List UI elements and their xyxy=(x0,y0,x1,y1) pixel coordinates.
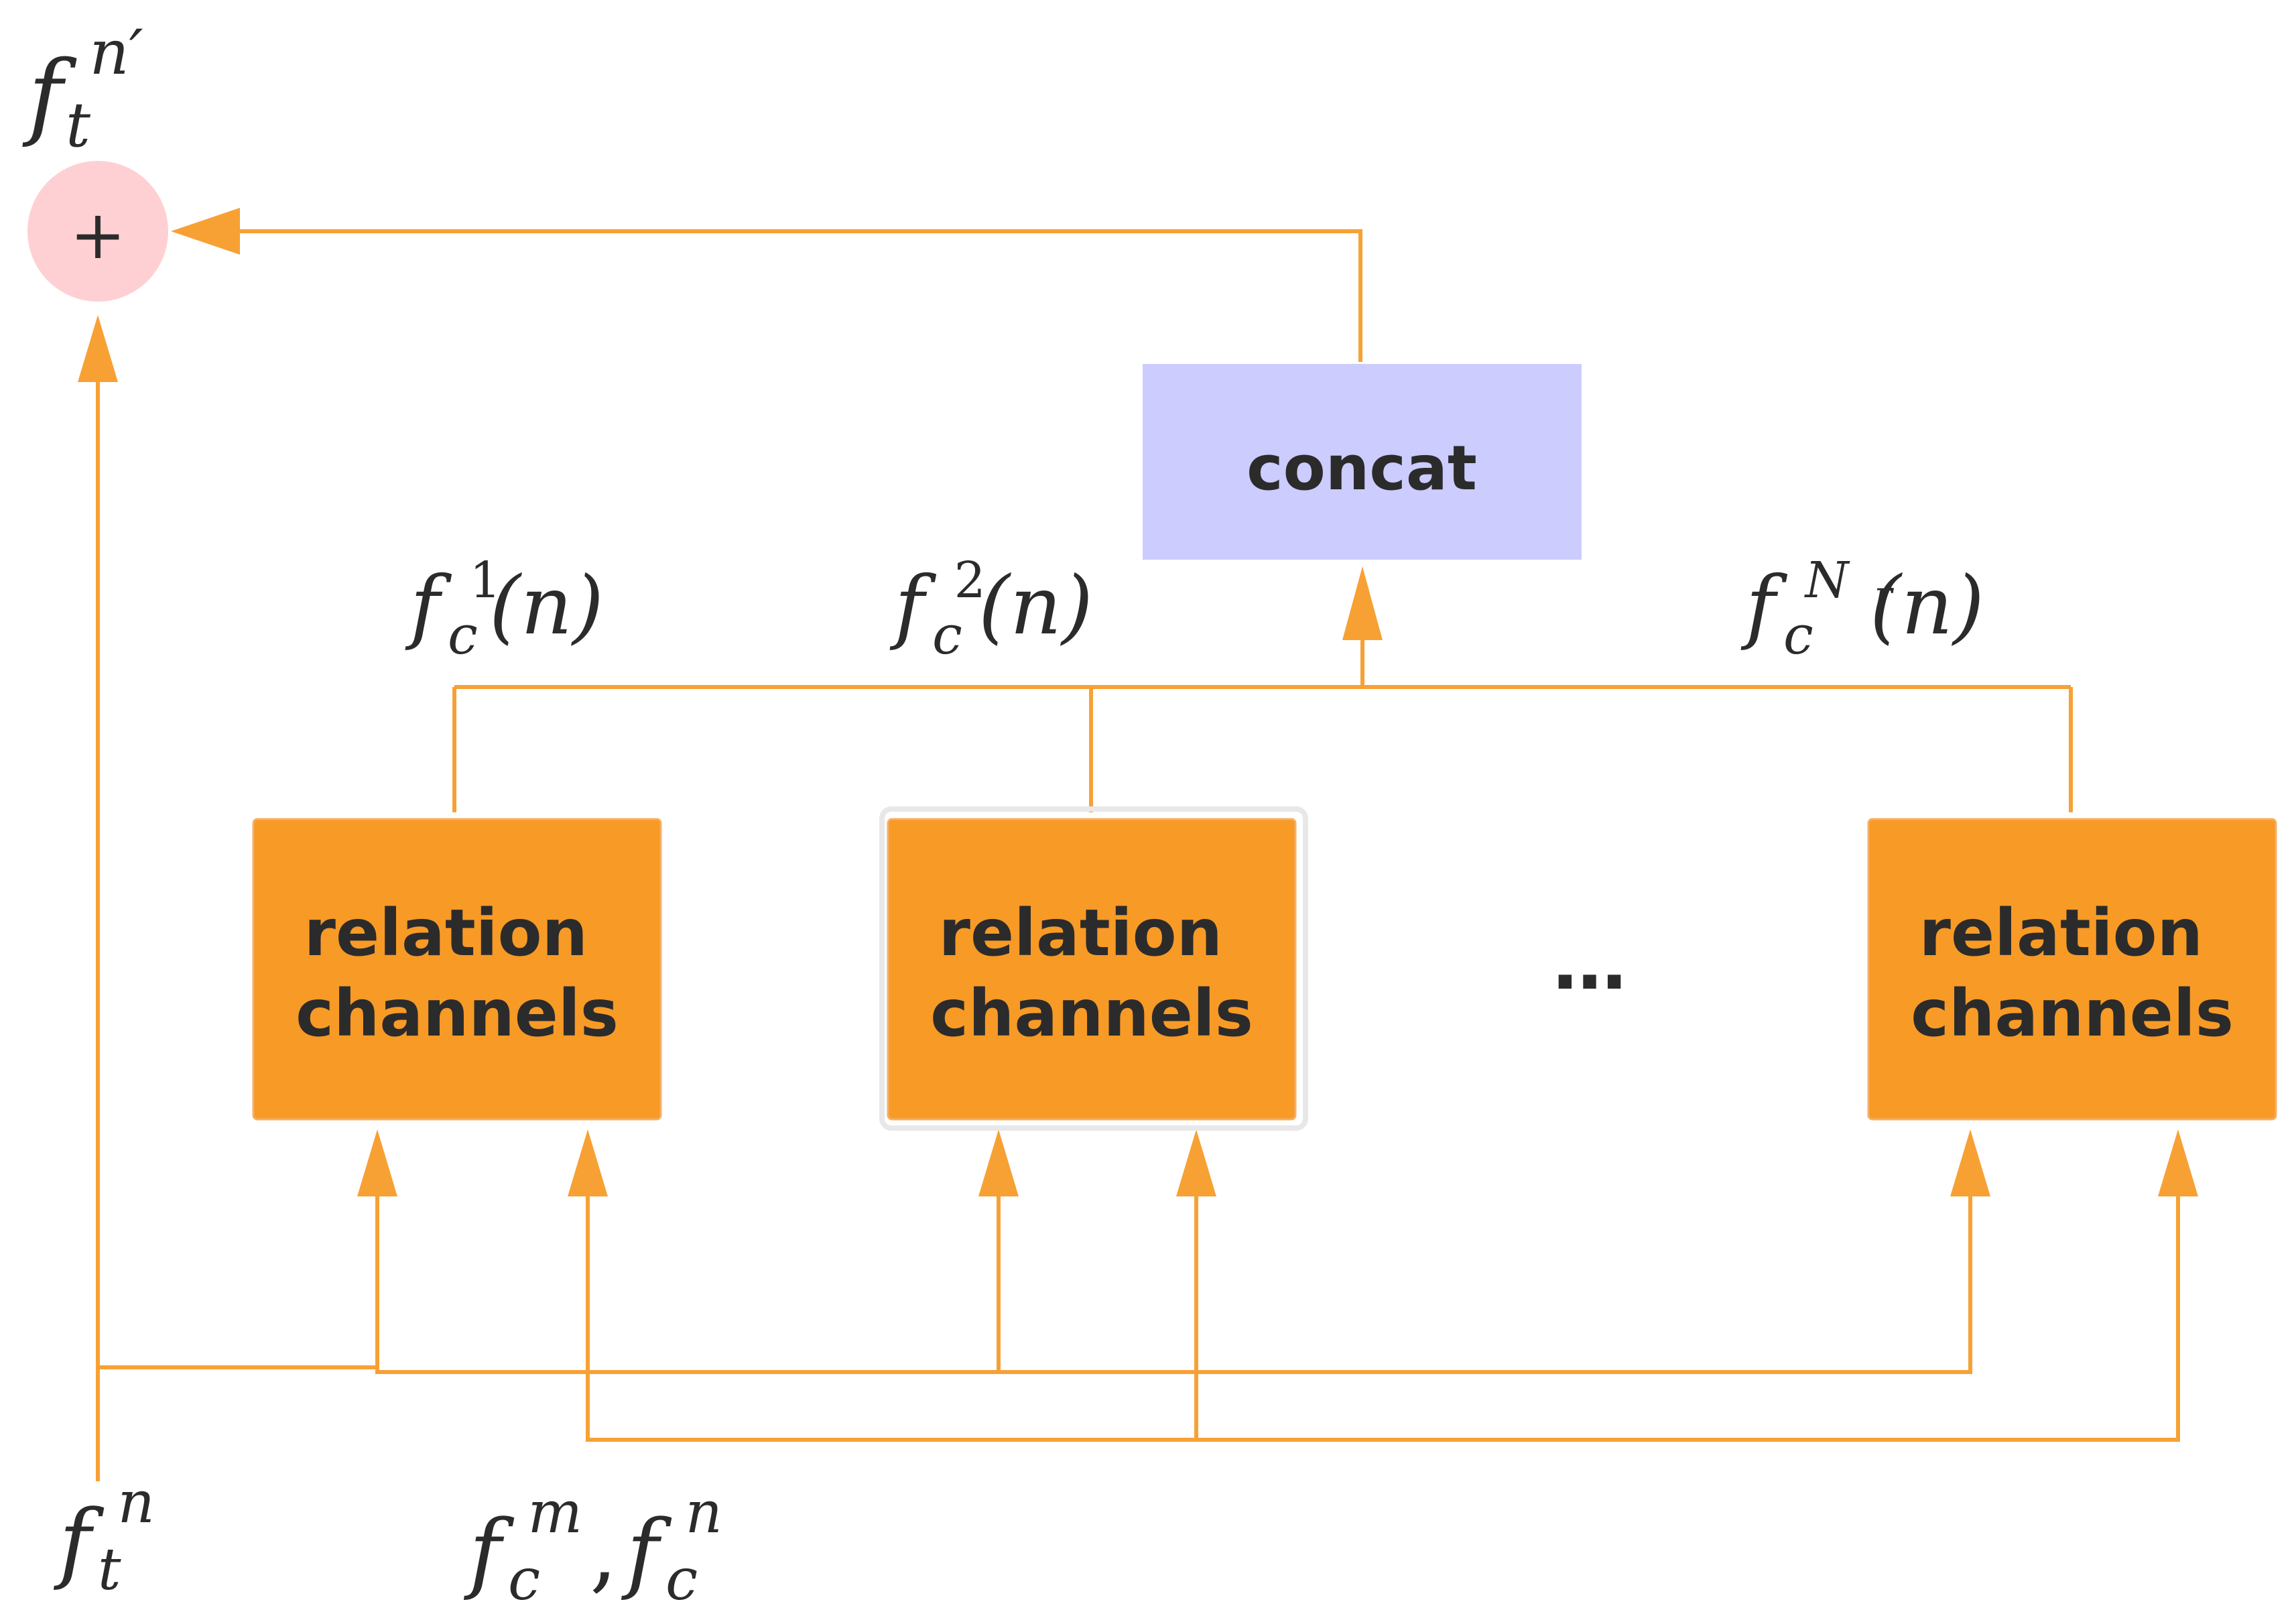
target-input-sup: n xyxy=(117,1469,154,1536)
relation-channel-3: relation channels xyxy=(1867,818,2277,1121)
arrow-into-channel-2-a xyxy=(978,1129,1019,1196)
target-input-label: f n t xyxy=(54,1441,182,1603)
concat-rect xyxy=(1143,364,1582,560)
channel-3-output-sup: N xyxy=(1804,552,1850,609)
arrowheads xyxy=(78,208,2198,1196)
sum-circle xyxy=(27,161,168,302)
channel-3-output-label: f N r c (n) xyxy=(1740,523,1984,673)
connector-lines xyxy=(96,229,2180,1481)
relation-channel-1-line1: relation xyxy=(304,895,588,971)
channel-3-output-base: f xyxy=(1740,560,1788,653)
context-input-first-base: f xyxy=(464,1501,515,1603)
target-input-bus xyxy=(98,1153,1972,1374)
arrow-into-channel-3-a xyxy=(1950,1129,1990,1196)
channel-1-output-label: f 1 c (n) xyxy=(405,523,604,673)
relation-channel-1-rect xyxy=(252,818,662,1121)
context-input-first-sup: m xyxy=(527,1479,582,1546)
channel-2-output-base: f xyxy=(889,560,937,653)
channel-3-output-arg: (n) xyxy=(1870,560,1984,653)
channel-1-output-arg: (n) xyxy=(489,560,604,653)
arrow-into-sum-from-target xyxy=(78,315,118,382)
channel-ellipsis: … xyxy=(1553,920,1627,1006)
concat-to-sum-line xyxy=(221,229,1362,362)
relation-channel-3-line1: relation xyxy=(1919,895,2203,971)
relation-channel-3-line2: channels xyxy=(1911,976,2234,1051)
output-label: f n′ t xyxy=(22,0,173,161)
context-input-label: f m c , f n c xyxy=(464,1451,750,1612)
concat-label: concat xyxy=(1247,432,1477,504)
arrow-into-channel-2-b xyxy=(1176,1129,1216,1196)
relation-channel-1-label: relation channels xyxy=(296,895,619,1051)
context-input-second-base: f xyxy=(621,1501,672,1603)
relation-channel-3-label: relation channels xyxy=(1911,895,2234,1051)
context-input-second-sub: c xyxy=(665,1546,698,1612)
relation-channel-2: relation channels xyxy=(879,806,1308,1131)
channel-1-output-base: f xyxy=(405,560,452,653)
relation-channel-1: relation channels xyxy=(252,818,662,1121)
arrow-into-channel-1-a xyxy=(357,1129,397,1196)
target-input-sub: t xyxy=(98,1536,121,1603)
channel-3-output-sup-sub: r xyxy=(1874,574,1894,617)
relation-channel-2-rect xyxy=(887,818,1297,1121)
output-label-sub: t xyxy=(66,89,91,161)
arrow-into-channel-1-b xyxy=(568,1129,608,1196)
relation-channel-2-line1: relation xyxy=(939,895,1222,971)
channel-3-output-sub: c xyxy=(1783,604,1813,666)
relation-channel-3-rect xyxy=(1867,818,2277,1121)
arrow-into-channel-3-b xyxy=(2158,1129,2198,1196)
channel-2-output-sub: c xyxy=(932,604,962,666)
arrow-into-concat xyxy=(1342,566,1383,640)
channel-2-output-label: f 2 c (n) xyxy=(889,523,1093,673)
sum-symbol: + xyxy=(70,196,126,274)
arrow-into-sum-from-concat xyxy=(171,208,240,255)
context-input-separator: , xyxy=(590,1501,617,1603)
relation-channel-2-label: relation channels xyxy=(930,895,1253,1051)
target-input-base: f xyxy=(54,1491,105,1593)
relation-channel-1-line2: channels xyxy=(296,976,619,1051)
concat-box: concat xyxy=(1143,364,1582,560)
relation-channel-2-halo xyxy=(879,806,1308,1131)
relation-channel-2-line2: channels xyxy=(930,976,1253,1051)
context-input-second-sup: n xyxy=(685,1479,722,1546)
channel-2-output-arg: (n) xyxy=(978,560,1093,653)
context-input-first-sub: c xyxy=(508,1546,540,1612)
sum-node: + xyxy=(27,161,168,302)
context-input-bus xyxy=(586,1153,2180,1442)
channel-1-output-sub: c xyxy=(448,604,478,666)
output-label-sup: n′ xyxy=(89,17,143,88)
